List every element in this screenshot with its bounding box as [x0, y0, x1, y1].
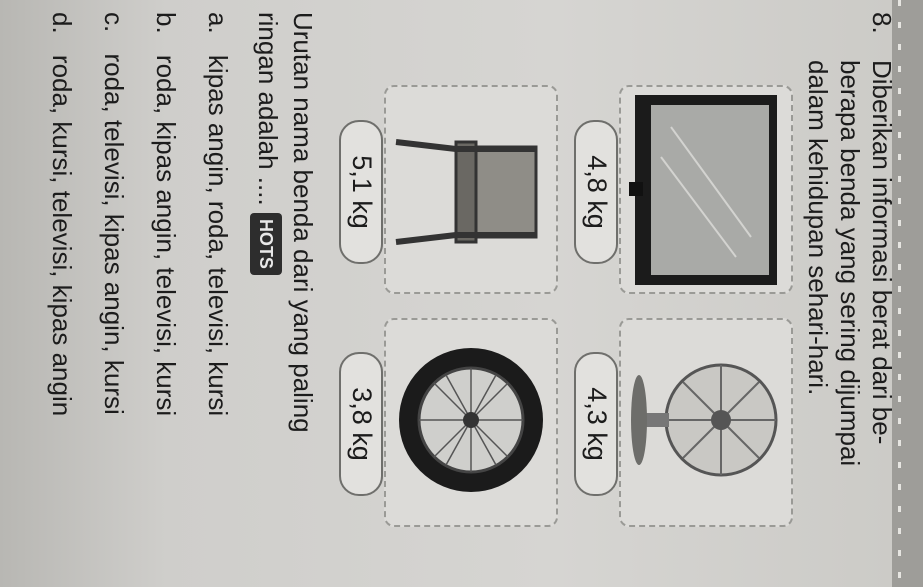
option-d[interactable]: d. roda, kursi, televisi, kipas angin [47, 12, 77, 416]
option-text: kipas angin, roda, televisi, kursi [203, 54, 233, 417]
prompt-line-1: Urutan nama benda dari yang paling [288, 12, 318, 433]
hots-badge: HOTS [249, 212, 282, 275]
option-letter: c. [99, 12, 129, 33]
wheel-card [384, 318, 558, 527]
prompt-line-2: ringan adalah .... HOTS [249, 12, 283, 275]
option-text: roda, televisi, kipas angin, kursi [99, 53, 129, 415]
option-letter: d. [47, 12, 77, 34]
chair-weight: 5,1 kg [339, 120, 383, 264]
fan-card [619, 318, 793, 527]
wheel-icon [399, 348, 543, 492]
question-line-2: berapa benda yang sering dijumpai [835, 60, 865, 467]
television-card [619, 85, 793, 294]
question-line-1: Diberikan informasi berat dari be- [867, 60, 897, 445]
option-c[interactable]: c. roda, televisi, kipas angin, kursi [99, 12, 129, 415]
option-text: roda, kipas angin, televisi, kursi [151, 54, 181, 417]
question-number: 8. [867, 12, 897, 34]
television-icon [629, 95, 777, 285]
question-line-3: dalam kehidupan sehari-hari. [803, 60, 833, 396]
option-b[interactable]: b. roda, kipas angin, televisi, kursi [151, 12, 181, 416]
page-edge [892, 0, 923, 587]
fan-icon [631, 363, 778, 477]
wheel-weight: 3,8 kg [339, 352, 383, 496]
chair-card [384, 85, 558, 294]
television-weight: 4,8 kg [574, 120, 618, 264]
chair-icon [395, 139, 538, 245]
option-letter: b. [151, 12, 181, 34]
prompt-text: ringan adalah .... [253, 12, 283, 206]
fan-weight: 4,3 kg [574, 352, 618, 496]
option-letter: a. [203, 12, 233, 34]
option-text: roda, kursi, televisi, kipas angin [47, 54, 77, 417]
option-a[interactable]: a. kipas angin, roda, televisi, kursi [203, 12, 233, 416]
